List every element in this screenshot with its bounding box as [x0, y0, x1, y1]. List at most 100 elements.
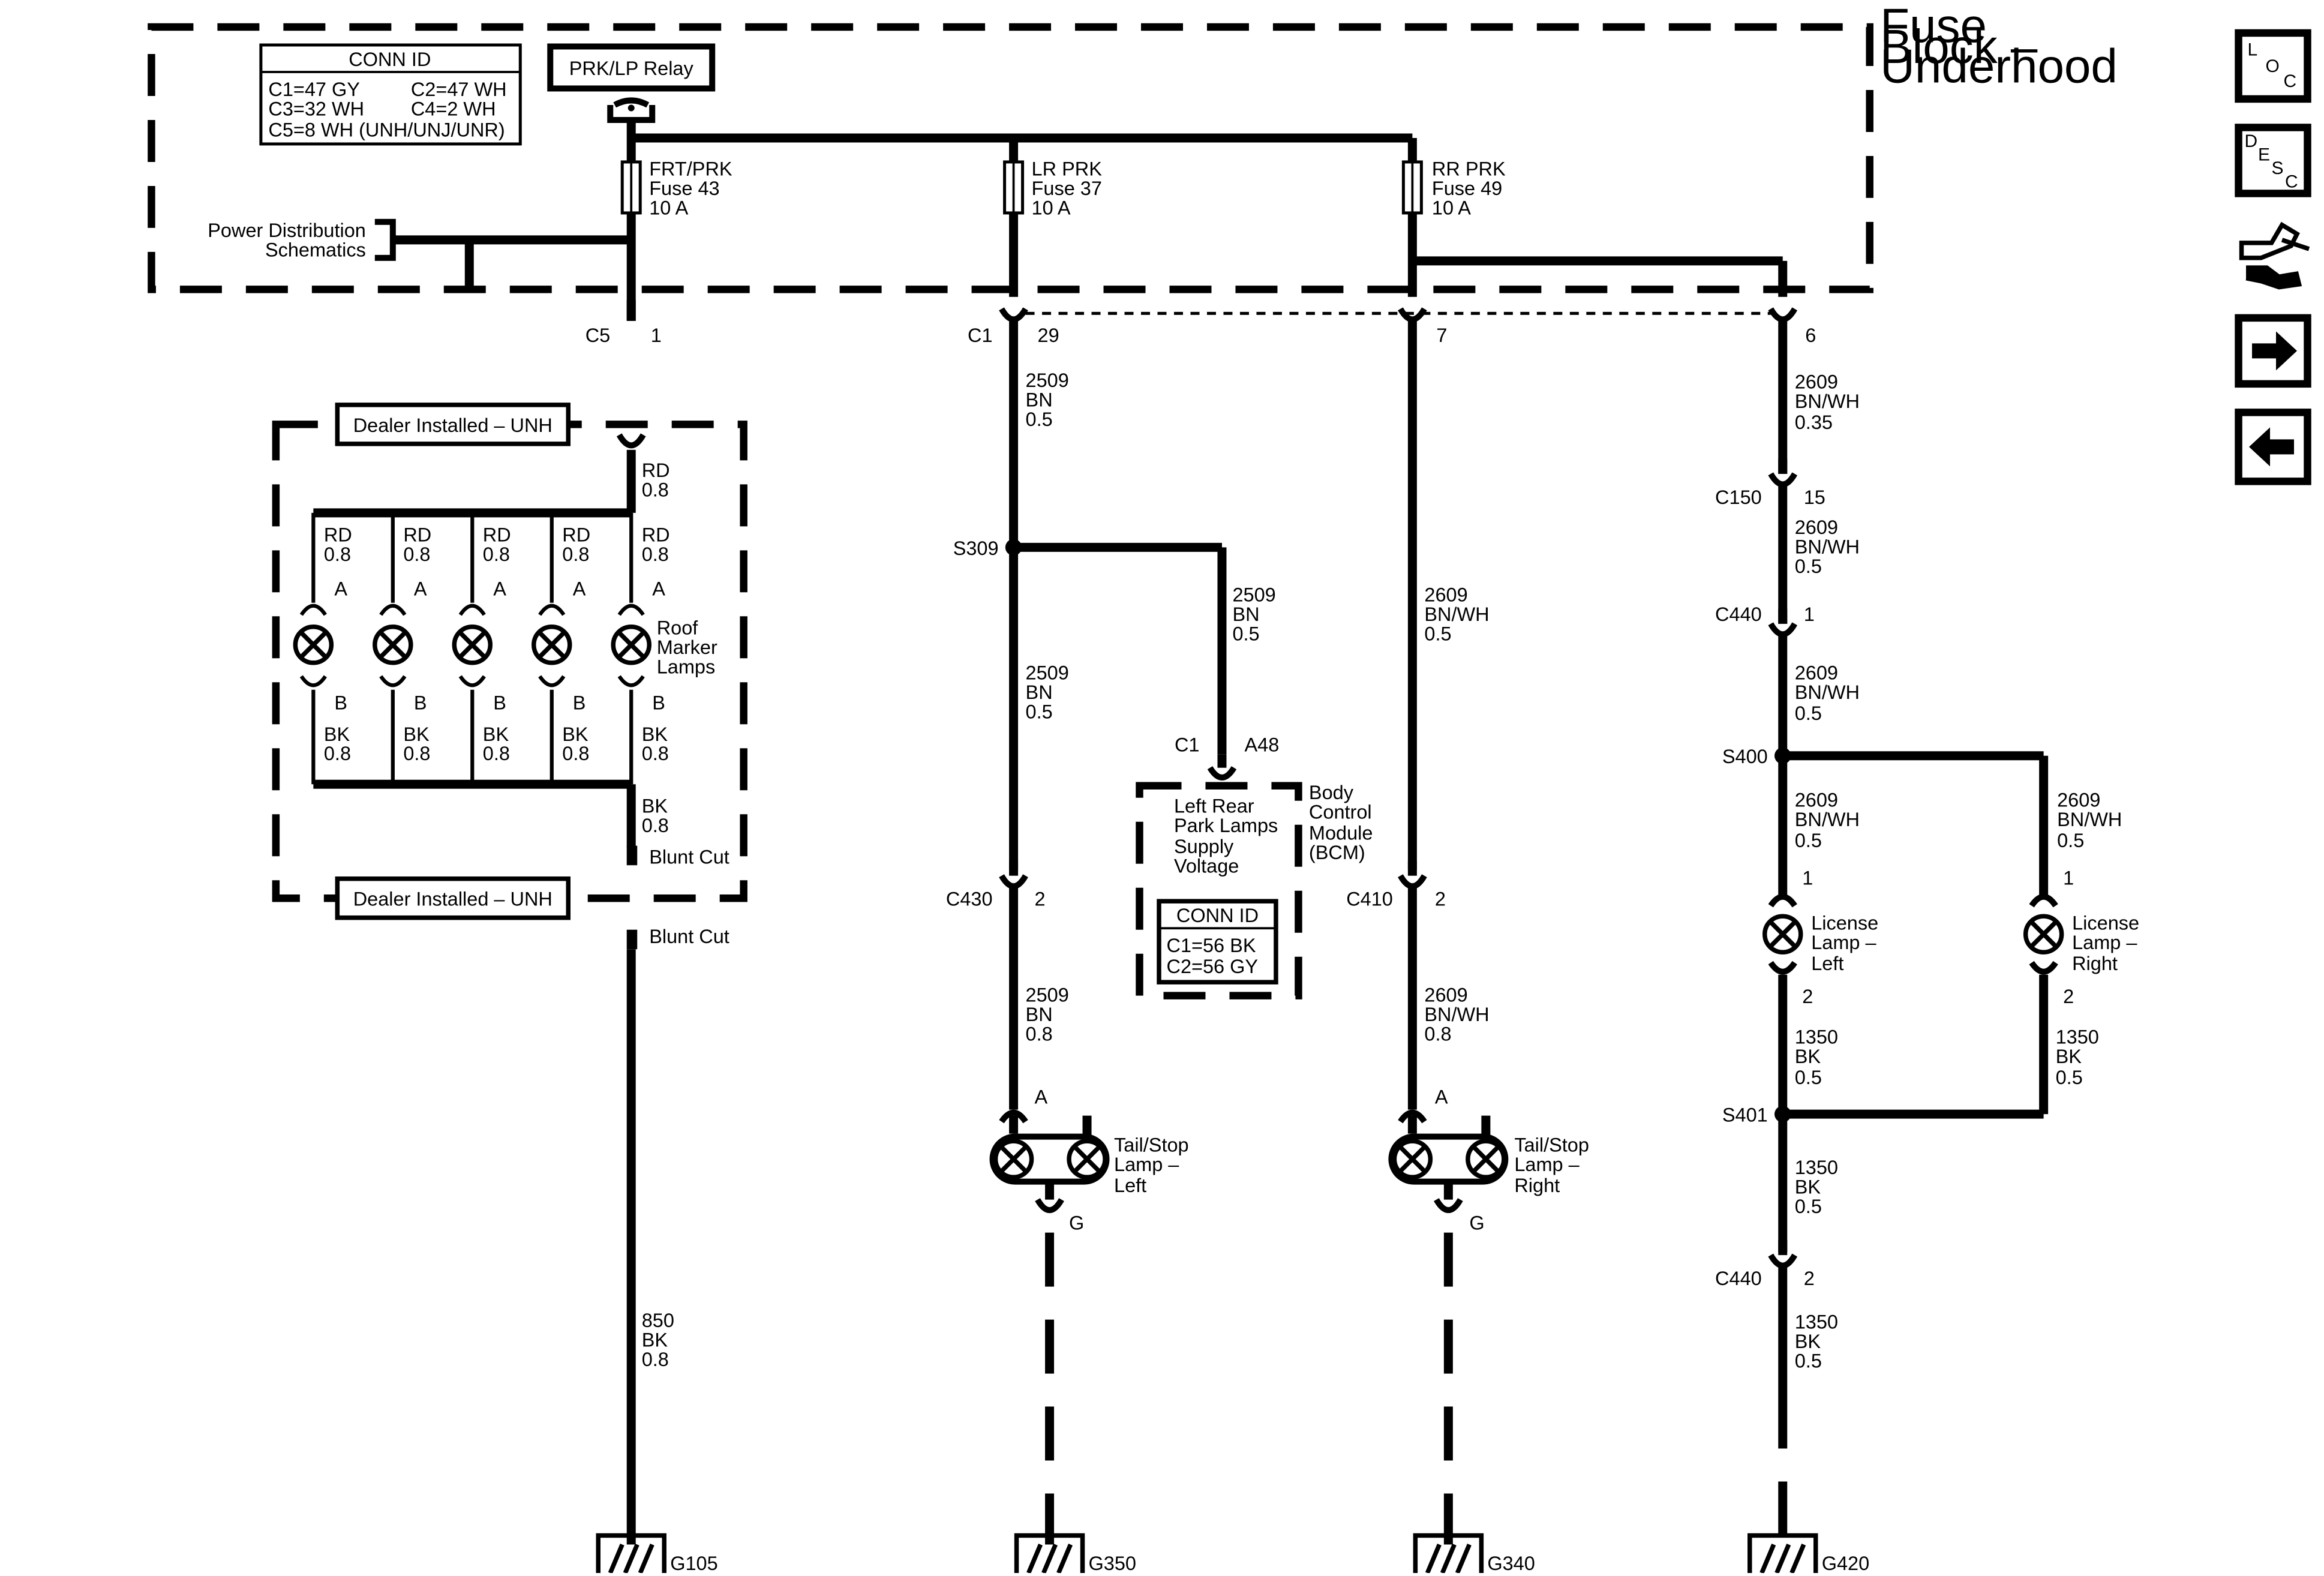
wire-size: 0.8 [324, 544, 351, 565]
wire-color: BN/WH [1795, 809, 1860, 830]
bcm-function: Left Rear [1174, 795, 1254, 817]
connector-pin-a [617, 604, 645, 616]
ground-icon [1747, 1533, 1818, 1574]
ground-g350: G350 [1014, 1533, 1136, 1574]
lamp-pin: B [414, 692, 427, 713]
nav-toolbar: L O C D E S C [2235, 29, 2311, 485]
wire-color: BK [1795, 1331, 1821, 1352]
arrow-right-icon[interactable] [2235, 314, 2311, 388]
lamp-label: Lamp – [1811, 932, 1876, 953]
wire-color: BN [1232, 604, 1259, 625]
wrench-hand-icon[interactable] [2239, 221, 2310, 290]
lamp-pin: A [652, 578, 665, 599]
lamp-pin: A [1035, 1086, 1048, 1108]
right-rear-circuit: 2609 BN/WH 0.5 C410 2 2609 BN/WH 0.8 [1346, 320, 1490, 1110]
power-distribution-label: Power Distribution [208, 220, 366, 241]
roof-lamp-list: RD0.8ABBK0.8RD0.8ABBK0.8RD0.8ABBK0.8RD0.… [293, 512, 670, 785]
wire-color: RD [324, 524, 352, 545]
fuse-number: Fuse 37 [1032, 178, 1102, 199]
wire-color: BK [642, 1329, 668, 1351]
fuse-name: RR PRK [1432, 158, 1506, 179]
connector-c440: C440 [1715, 1268, 1762, 1289]
wire-size: 0.8 [642, 815, 669, 836]
splice-label: S309 [953, 538, 999, 559]
connector-pin: 2 [1035, 888, 1046, 910]
wire-color: BK [642, 724, 668, 745]
connector-pin-b [617, 675, 645, 688]
lamp-label: Right [1514, 1175, 1560, 1196]
wire-color: BN/WH [1424, 604, 1489, 625]
wire-color: BN/WH [2057, 809, 2122, 830]
ground-g105: G105 [596, 1533, 718, 1574]
connector-pin-a [458, 604, 486, 616]
lamp-x-mark [379, 631, 407, 659]
wire-color: BK [403, 724, 430, 745]
lamp-pin: B [493, 692, 506, 713]
lamp-pin: B [652, 692, 665, 713]
conn-id-row: C5=8 WH (UNH/UNJ/UNR) [268, 119, 505, 140]
connector-pin-b [299, 675, 327, 688]
roof-marker-label: Lamps [657, 656, 716, 677]
wire-size: 0.5 [2056, 1067, 2083, 1088]
body-control-module: C1 A48 Left Rear Park Lamps Supply Volta… [1136, 734, 1373, 999]
description-button[interactable]: D E S C [2235, 124, 2311, 197]
wire-color: RD [562, 524, 590, 545]
ground-label: G420 [1822, 1553, 1869, 1573]
wire-size: 0.5 [1795, 556, 1822, 577]
wire-circuit: 2609 [1424, 984, 1467, 1006]
lamp-label: Left [1114, 1175, 1146, 1196]
ground-icon [1413, 1533, 1484, 1574]
connector-c5-pin: 1 [651, 325, 662, 346]
bcm-conn-header: CONN ID [1176, 905, 1259, 926]
left-rear-circuit: 2509 BN 0.5 S309 2509 BN 0.5 2509 BN 0.5… [946, 320, 1276, 1110]
tail-stop-lamp-right: A G Tail/Stop Lamp – Right [1388, 1086, 1589, 1545]
bcm-title: Body [1309, 782, 1354, 803]
conn-id-row: C4=2 WH [411, 98, 496, 119]
fuse-block: Fuse Block – Underhood CONN ID C1=47 GY … [148, 0, 2118, 321]
lamp-label: Right [2072, 953, 2118, 974]
wire-color: RD [642, 460, 670, 481]
lamp-label: License [2072, 912, 2139, 934]
bcm-title: (BCM) [1309, 842, 1365, 863]
bcm-pin: A48 [1244, 734, 1279, 755]
bcm-title: Control [1309, 801, 1372, 823]
roof-marker-lamps-group: Dealer Installed – UNH Dealer Installed … [272, 403, 747, 920]
dealer-installed-label: Dealer Installed – UNH [353, 888, 553, 910]
lamp-pin: 1 [2063, 867, 2074, 889]
fuse-number: Fuse 49 [1432, 178, 1502, 199]
lamp-pin: B [334, 692, 347, 713]
wire-color: BK [642, 795, 668, 817]
tail-stop-lamp-left: A G Tail/Stop Lamp – Left [989, 1086, 1189, 1545]
ground-icon [596, 1533, 666, 1574]
connector-pin-6: 6 [1805, 325, 1816, 346]
blunt-cut-lower-label: Blunt Cut [649, 926, 729, 947]
wire-circuit: 2609 [1424, 584, 1467, 605]
wire-color: BK [1795, 1176, 1821, 1198]
ground-icon [1014, 1533, 1085, 1574]
lamp-label: Lamp – [1114, 1154, 1179, 1175]
lamp-x-mark [299, 631, 328, 659]
wire-circuit: 850 [642, 1310, 674, 1331]
wire-size: 0.8 [403, 743, 430, 764]
wire-color: BN/WH [1795, 536, 1860, 557]
fuse-block-title-2: Block – [1880, 20, 2038, 73]
wire-size: 0.5 [1795, 830, 1822, 851]
wire-color: BN/WH [1795, 391, 1860, 412]
bcm-title: Module [1309, 822, 1373, 844]
wire-circuit: 1350 [2056, 1026, 2099, 1048]
location-button[interactable]: L O C [2235, 29, 2311, 103]
wire-circuit: 2509 [1232, 584, 1275, 605]
wire-size: 0.8 [642, 544, 669, 565]
arrow-left-icon[interactable] [2235, 409, 2311, 485]
lamp-pin: A [334, 578, 347, 599]
dealer-installed-bottom: Dealer Installed – UNH [335, 876, 571, 920]
connector-c5: C5 [585, 325, 611, 346]
loc-letter: C [2284, 71, 2297, 91]
wire-size: 0.5 [1795, 1350, 1822, 1372]
fuse-rr-prk: RR PRK Fuse 49 10 A [1401, 137, 1506, 297]
connector-c150: C150 [1715, 487, 1762, 508]
wire-circuit: 2609 [1795, 517, 1838, 538]
lamp-pin: A [1435, 1086, 1448, 1108]
connector-pin: 15 [1804, 487, 1825, 508]
